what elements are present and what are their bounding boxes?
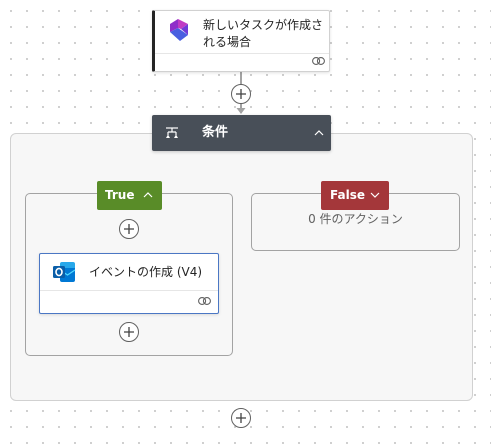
false-branch-header[interactable]: False	[321, 181, 389, 210]
card-divider	[40, 290, 218, 291]
plus-icon	[236, 89, 246, 99]
add-action-button[interactable]	[119, 322, 139, 342]
trigger-title: 新しいタスクが作成される場合	[203, 18, 324, 49]
true-branch-header[interactable]: True	[97, 181, 162, 210]
chevron-up-icon[interactable]	[143, 190, 153, 200]
add-action-button[interactable]	[119, 219, 139, 239]
link-icon[interactable]	[312, 57, 325, 65]
condition-icon	[166, 127, 178, 138]
empty-branch-text: 0 件のアクション	[308, 212, 403, 226]
condition-title: 条件	[202, 125, 229, 140]
plus-icon	[236, 413, 246, 423]
card-divider	[155, 53, 329, 54]
false-branch-label: False	[330, 188, 365, 202]
add-step-button[interactable]	[231, 84, 251, 104]
chevron-down-icon[interactable]	[370, 190, 380, 200]
add-step-button[interactable]	[231, 408, 251, 428]
trigger-card[interactable]: 新しいタスクが作成される場合	[152, 10, 330, 72]
outlook-icon	[53, 262, 76, 282]
chevron-up-icon[interactable]	[314, 129, 324, 137]
link-icon[interactable]	[198, 297, 211, 305]
plus-icon	[124, 224, 134, 234]
true-branch-label: True	[105, 188, 135, 202]
action-title: イベントの作成 (V4)	[89, 265, 203, 279]
condition-header[interactable]: 条件	[152, 115, 331, 151]
planner-icon	[170, 19, 188, 41]
plus-icon	[124, 327, 134, 337]
action-card-create-event[interactable]: イベントの作成 (V4)	[39, 253, 219, 314]
